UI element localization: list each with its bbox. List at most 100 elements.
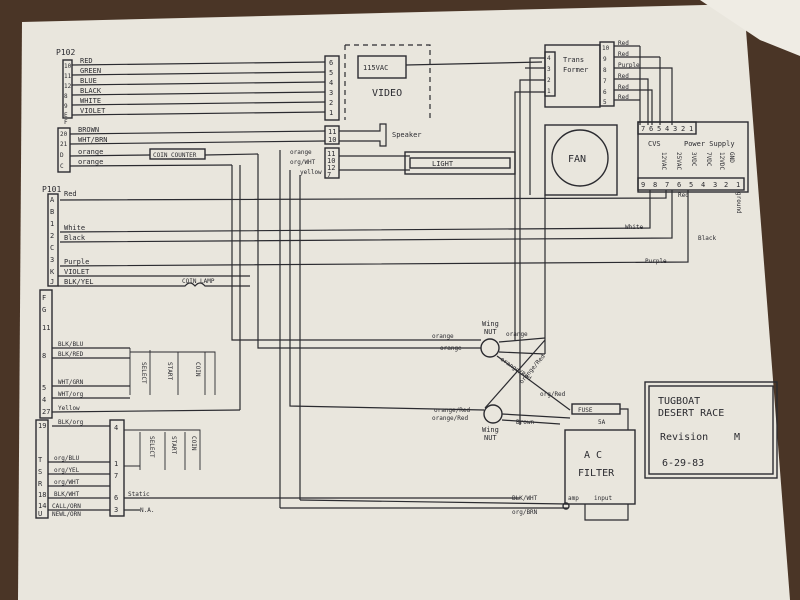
wire-label: BLK/BLU <box>58 341 84 348</box>
p101-wires <box>48 275 250 511</box>
svg-text:2: 2 <box>724 181 728 189</box>
p102-pin: 21 <box>60 141 68 148</box>
wing-nut-label: NUT <box>484 328 497 336</box>
wire-label: WHT/GRN <box>58 379 84 386</box>
wire-label: CALL/ORN <box>52 503 81 510</box>
light-wire-label: org/WHT <box>290 159 316 166</box>
svg-text:5: 5 <box>42 384 46 392</box>
svg-text:SELECT: SELECT <box>140 362 147 384</box>
svg-text:1: 1 <box>114 460 118 468</box>
light-label: LIGHT <box>432 160 454 168</box>
wire-label: orange <box>432 333 454 340</box>
video-pin: 1 <box>329 109 333 117</box>
p102-pin: F <box>64 119 68 126</box>
p102-pin: E <box>64 112 68 119</box>
wing-nut-label: Wing <box>482 320 499 328</box>
svg-text:SELECT: SELECT <box>148 436 155 458</box>
routing-wires <box>239 150 546 508</box>
svg-text:3VDC: 3VDC <box>690 152 697 167</box>
psu-label: Power Supply <box>684 140 735 148</box>
wire-label: org/Red <box>540 391 566 398</box>
svg-text:7VDC: 7VDC <box>705 152 712 167</box>
wire-label: GREEN <box>80 67 101 75</box>
svg-text:1: 1 <box>50 220 54 228</box>
svg-text:25VAC: 25VAC <box>675 152 682 170</box>
svg-text:7: 7 <box>114 472 118 480</box>
wire-label: Red <box>618 73 629 80</box>
wire-label: org/BLU <box>54 455 80 462</box>
paper-corner <box>700 0 800 56</box>
transformer-left-pins: 4 3 2 1 <box>544 51 556 97</box>
psu-side-label: Red <box>678 192 689 199</box>
light-wire-label: yellow <box>300 169 322 176</box>
svg-text:3: 3 <box>50 256 54 264</box>
p102-pin: 20 <box>60 131 68 138</box>
fan-label: FAN <box>568 154 586 165</box>
svg-text:1: 1 <box>689 125 693 133</box>
ac-filter-label: FILTER <box>578 468 615 479</box>
wire-label: Purple <box>645 258 667 265</box>
coin-counter-label: COIN COUNTER <box>153 152 197 159</box>
wire-label: org/YEL <box>54 467 80 474</box>
wire-label: White <box>64 224 85 232</box>
coin-counter-box <box>149 148 206 160</box>
coin-lamp-label: COIN LAMP <box>182 278 215 285</box>
right-switch-group: SELECT START COIN <box>124 429 201 470</box>
wire-label: orange <box>506 331 528 338</box>
video-pin: 3 <box>329 89 333 97</box>
video-pin: 2 <box>329 99 333 107</box>
svg-text:8: 8 <box>42 352 46 360</box>
svg-text:U: U <box>38 510 42 518</box>
wire-label: Red <box>618 51 629 58</box>
svg-text:3: 3 <box>713 181 717 189</box>
wire-label: VIOLET <box>64 268 90 276</box>
svg-text:2: 2 <box>547 77 551 84</box>
wire-label: orange <box>78 158 103 166</box>
svg-text:2: 2 <box>681 125 685 133</box>
p102-pin: 8 <box>64 93 68 100</box>
wire-label: Red <box>618 40 629 47</box>
wing-nut-wires <box>231 154 571 500</box>
fan-icon <box>551 129 609 187</box>
speaker-pin: 10 <box>328 136 336 144</box>
psu-ground-label: ground <box>735 192 742 214</box>
video-label: VIDEO <box>372 88 402 99</box>
transformer-primary <box>514 57 545 340</box>
p101-wire-labels: Red White Black Purple VIOLET BLK/YEL BL… <box>52 190 94 518</box>
svg-text:5: 5 <box>603 99 607 106</box>
light-pin: 7 <box>327 171 331 179</box>
svg-text:7: 7 <box>603 78 607 85</box>
wire-label: BLK/WHT <box>54 491 80 498</box>
wing-nut-label: Wing <box>482 426 499 434</box>
light-pin: 10 <box>327 157 335 165</box>
svg-text:3: 3 <box>673 125 677 133</box>
p102-pin: 10 <box>64 63 72 70</box>
svg-text:18: 18 <box>38 491 46 499</box>
svg-text:8: 8 <box>653 181 657 189</box>
wire-label: orange <box>78 148 103 156</box>
fuse-value: 5A <box>598 419 606 426</box>
p102-pin: 11 <box>64 73 72 80</box>
svg-text:B: B <box>50 208 54 216</box>
speaker-label: Speaker <box>392 131 422 139</box>
date-label: 6-29-83 <box>662 458 704 469</box>
video-supply-label: 115VAC <box>363 64 388 72</box>
transformer-to-psu <box>639 46 673 125</box>
wire-label: RED <box>80 57 93 65</box>
wire-label: Purple <box>618 62 640 69</box>
svg-text:5: 5 <box>689 181 693 189</box>
psu-top-connector <box>637 121 697 135</box>
wire-label: BLK/WHT <box>512 495 538 502</box>
switch-connector <box>109 419 125 517</box>
wire-label: BLK/YEL <box>64 278 94 286</box>
title-line1: TUGBOAT <box>658 396 700 407</box>
title-line2: DESERT RACE <box>658 408 724 419</box>
svg-text:12VDC: 12VDC <box>718 152 725 170</box>
p102-label: P102 <box>56 48 75 57</box>
wing-nut-label: NUT <box>484 434 497 442</box>
light-pin: 11 <box>327 150 335 158</box>
svg-text:9: 9 <box>641 181 645 189</box>
svg-text:5: 5 <box>657 125 661 133</box>
